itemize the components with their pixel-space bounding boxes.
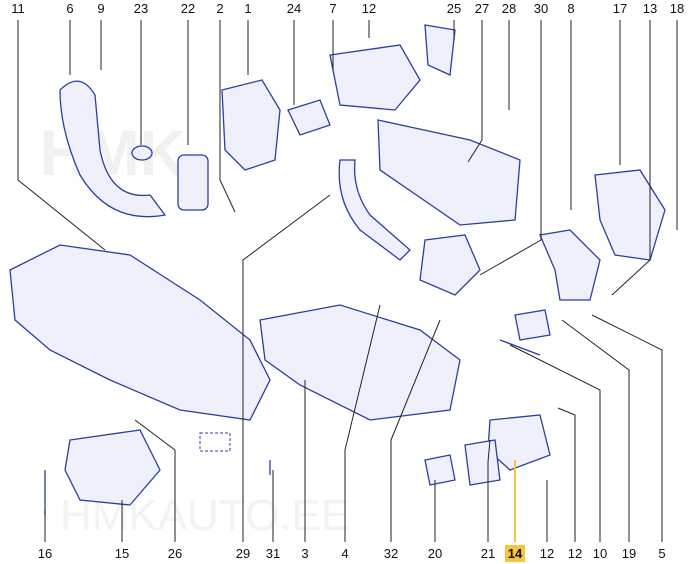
callout-28[interactable]: 28 (502, 1, 516, 16)
leader-line-21 (487, 439, 491, 542)
intake-manifold (9, 244, 271, 421)
callout-6[interactable]: 6 (66, 1, 73, 16)
callout-8[interactable]: 8 (567, 1, 574, 16)
callout-27[interactable]: 27 (475, 1, 489, 16)
parts (9, 24, 666, 515)
callout-31[interactable]: 31 (266, 546, 280, 561)
leader-line-19 (561, 319, 630, 542)
callout-2[interactable]: 2 (216, 1, 223, 16)
leader-line-13 (611, 20, 651, 296)
callout-7[interactable]: 7 (329, 1, 336, 16)
callout-24[interactable]: 24 (287, 1, 301, 16)
callout-12[interactable]: 12 (540, 546, 554, 561)
callout-1[interactable]: 1 (244, 1, 251, 16)
gasket-20 (424, 454, 456, 486)
egr-valve-1 (221, 79, 281, 171)
gasket-10 (514, 309, 551, 341)
gasket-26 (199, 432, 231, 452)
callout-9[interactable]: 9 (97, 1, 104, 16)
actuator-15 (64, 429, 161, 506)
leader-line-2 (219, 20, 236, 213)
pipe-7 (329, 44, 421, 111)
callout-12[interactable]: 12 (568, 546, 582, 561)
callout-10[interactable]: 10 (593, 546, 607, 561)
watermark-logo: HMK (40, 117, 186, 189)
callout-25[interactable]: 25 (447, 1, 461, 16)
callout-15[interactable]: 15 (115, 546, 129, 561)
leader-line-12 (557, 407, 576, 542)
leader-line-32 (390, 319, 441, 542)
bracket-30 (419, 234, 481, 296)
callout-30[interactable]: 30 (534, 1, 548, 16)
leader-line-11 (17, 20, 106, 251)
stud-12 (499, 339, 541, 356)
gasket-21 (464, 439, 501, 486)
callout-17[interactable]: 17 (613, 1, 627, 16)
hose-29 (338, 159, 411, 261)
callout-22[interactable]: 22 (181, 1, 195, 16)
callout-11[interactable]: 11 (11, 1, 25, 16)
highlight-badge (505, 545, 525, 562)
egr-cooler-27 (377, 119, 521, 226)
callout-20[interactable]: 20 (428, 546, 442, 561)
callout-4[interactable]: 4 (341, 546, 348, 561)
egr-cooler-3 (259, 304, 461, 421)
leader-lines (17, 20, 678, 542)
leader-line-26 (134, 419, 176, 542)
callout-5[interactable]: 5 (658, 546, 665, 561)
callout-23[interactable]: 23 (134, 1, 148, 16)
callout-26[interactable]: 26 (168, 546, 182, 561)
callout-19[interactable]: 19 (622, 546, 636, 561)
leader-line-29 (242, 194, 331, 542)
egr-pipe-6 (59, 80, 167, 218)
callout-29[interactable]: 29 (236, 546, 250, 561)
callout-12[interactable]: 12 (362, 1, 376, 16)
callout-18[interactable]: 18 (670, 1, 684, 16)
callout-13[interactable]: 13 (643, 1, 657, 16)
callout-16[interactable]: 16 (38, 546, 52, 561)
gasket-25 (424, 24, 456, 76)
leader-line-27 (467, 20, 483, 163)
callout-14[interactable]: 14 (508, 546, 523, 561)
o-ring-23 (131, 145, 153, 161)
gasket-24 (287, 99, 331, 136)
leader-line-10 (509, 344, 601, 542)
leader-line-4 (344, 304, 381, 542)
callout-3[interactable]: 3 (301, 546, 308, 561)
gasket-22 (177, 154, 209, 211)
callout-21[interactable]: 21 (481, 546, 495, 561)
heat-shield-17 (594, 169, 666, 261)
callout-32[interactable]: 32 (384, 546, 398, 561)
leader-line-30 (479, 20, 542, 276)
leader-line-5 (591, 314, 663, 542)
flex-pipe-8 (539, 229, 601, 301)
